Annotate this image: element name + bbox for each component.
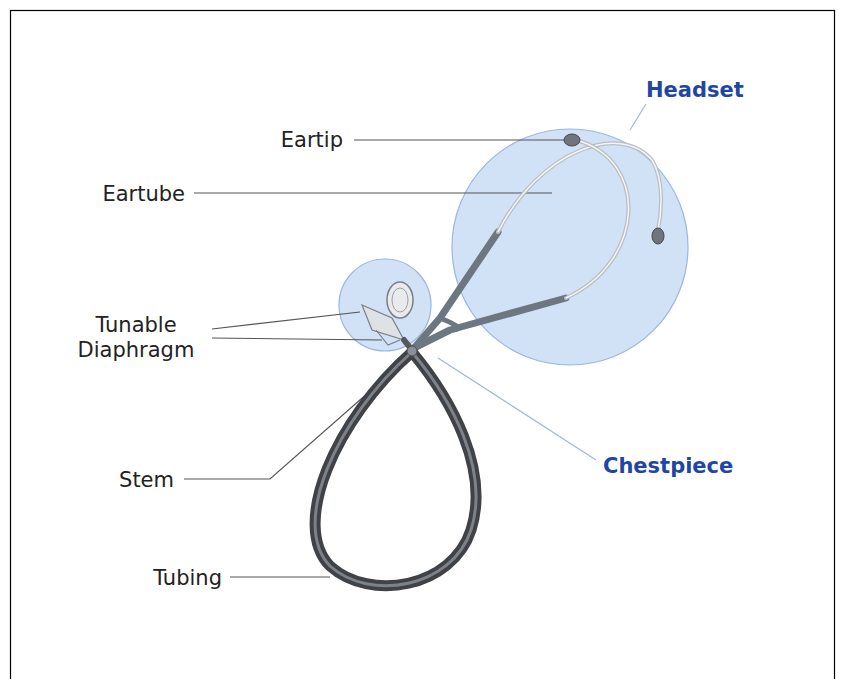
eartube-highlight: [566, 140, 629, 298]
group-leaders: [438, 104, 646, 460]
headset-yoke: [440, 318, 458, 330]
group-label: Headset: [646, 78, 744, 103]
eartube: [498, 143, 661, 232]
chestpiece-body: [376, 330, 400, 345]
part-label: Stem: [119, 468, 174, 493]
part-label: Eartube: [102, 182, 185, 207]
leader-lines: [184, 140, 566, 577]
eartip: [564, 134, 580, 146]
eartube-highlight: [498, 143, 661, 232]
frame: [11, 11, 835, 679]
diaphragm-rim: [392, 288, 408, 312]
part-label: Tubing: [153, 566, 222, 591]
eartube: [566, 140, 629, 298]
diaphragm-bell: [362, 305, 404, 340]
tubing: [315, 352, 476, 586]
eartip: [652, 228, 664, 244]
diaphragm: [387, 282, 413, 318]
part-label: Eartip: [281, 128, 343, 153]
stem-joint: [407, 346, 417, 356]
tubing-highlight: [315, 352, 476, 586]
part-label: Tunable Diaphragm: [66, 313, 206, 363]
headset-tube: [414, 232, 498, 348]
headset-tube: [414, 298, 566, 348]
chestpiece-highlight: [339, 259, 431, 351]
group-label: Chestpiece: [603, 454, 733, 479]
